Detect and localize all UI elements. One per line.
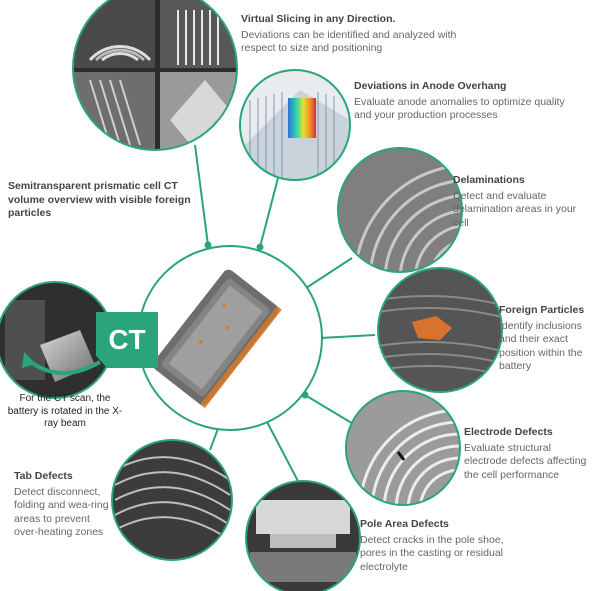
feature-foreign-particles: Foreign Particles Identify inclusions an…	[499, 304, 597, 374]
center-caption: Semitransparent prismatic cell CT volume…	[8, 180, 191, 219]
feature-virtual-slicing: Virtual Slicing in any Direction. Deviat…	[241, 13, 471, 56]
feature-title: Delaminations	[453, 174, 525, 186]
feature-description: Identify inclusions and their exact posi…	[499, 319, 583, 373]
ct-badge: CT	[96, 312, 158, 368]
rotation-arrow-icon	[26, 358, 101, 375]
feature-title: Virtual Slicing in any Direction.	[241, 13, 396, 25]
foreign-particles-circle	[377, 267, 503, 393]
feature-title: Electrode Defects	[464, 426, 553, 438]
feature-delaminations: Delaminations Detect and evaluate delami…	[453, 174, 593, 230]
feature-title: Deviations in Anode Overhang	[354, 80, 507, 92]
rotation-arrowhead-icon	[22, 352, 36, 368]
feature-tab-defects: Tab Defects Detect disconnect, folding a…	[14, 470, 114, 540]
feature-description: Evaluate anode anomalies to optimize qua…	[354, 95, 565, 122]
feature-anode-overhang: Deviations in Anode Overhang Evaluate an…	[354, 80, 569, 123]
delaminations-circle	[337, 147, 463, 273]
feature-title: Pole Area Defects	[360, 518, 449, 530]
virtual-slicing-image	[73, 0, 237, 150]
pole-area-image	[246, 481, 360, 591]
anode-overhang-circle	[239, 69, 351, 181]
feature-description: Detect and evaluate delamination areas i…	[453, 189, 577, 229]
connector-lines	[194, 144, 376, 486]
tab-defects-circle	[111, 439, 233, 561]
virtual-slicing-circle	[72, 0, 238, 151]
tab-defects-image	[112, 440, 232, 560]
ct-caption: For the CT scan, the battery is rotated …	[7, 393, 123, 429]
feature-title: Foreign Particles	[499, 304, 585, 316]
feature-description: Detect disconnect, folding and wea-ring …	[14, 485, 109, 539]
electrode-defects-image	[346, 391, 460, 505]
feature-description: Evaluate structural electrode defects af…	[464, 441, 587, 481]
feature-pole-area-defects: Pole Area Defects Detect cracks in the p…	[360, 518, 520, 574]
feature-title: Tab Defects	[14, 470, 73, 482]
feature-description: Deviations can be identified and analyze…	[241, 28, 457, 55]
delaminations-image	[338, 148, 462, 272]
feature-description: Detect cracks in the pole shoe, pores in…	[360, 533, 504, 573]
foreign-particles-image	[378, 268, 502, 392]
feature-electrode-defects: Electrode Defects Evaluate structural el…	[464, 426, 594, 482]
electrode-defects-circle	[345, 390, 461, 506]
pole-area-circle	[245, 480, 361, 591]
center-battery-ct-volume	[137, 245, 323, 431]
